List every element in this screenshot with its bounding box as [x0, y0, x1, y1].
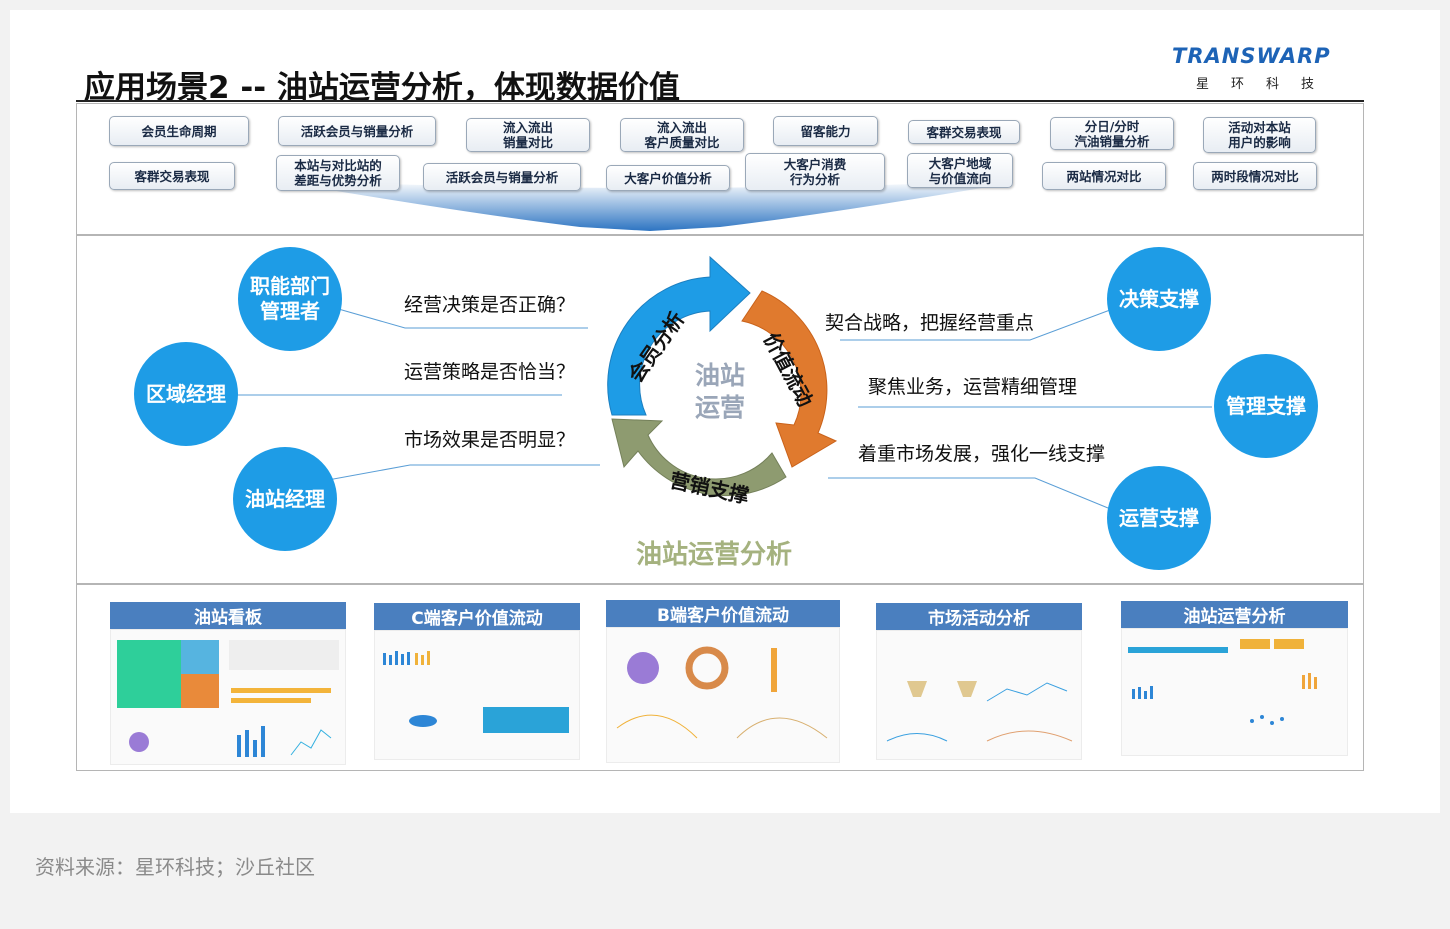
dashboard-title-c-customer: C端客户价值流动	[374, 603, 580, 630]
question-decision: 经营决策是否正确？	[404, 294, 576, 316]
cycle-caption: 油站运营分析	[636, 540, 793, 570]
dashboard-title-b-customer: B端客户价值流动	[606, 600, 840, 627]
tag-customer-group-trading-2: 客群交易表现	[109, 162, 235, 190]
funnel-arrow	[300, 181, 1000, 231]
cycle-segment-member-analysis	[607, 255, 751, 416]
cycle-segment-value-flow	[741, 290, 838, 468]
dashboard-preview-station-board	[117, 640, 339, 757]
dashboard-thumb-station-board	[110, 629, 346, 765]
tag-two-period-compare: 两时段情况对比	[1193, 162, 1317, 190]
dashboard-preview-c-customer	[383, 651, 569, 733]
dashboard-thumb-station-operations	[1121, 628, 1348, 756]
title-divider	[76, 100, 1364, 102]
cycle-label-marketing-support: 营销支撑	[668, 468, 751, 508]
connector-line-role-1	[334, 307, 588, 329]
tag-key-account-behavior: 大客户消费 行为分析	[745, 153, 885, 191]
tag-daily-hourly-sales: 分日/分时 汽油销量分析	[1050, 117, 1174, 150]
role-regional-manager: 区域经理	[134, 342, 238, 446]
tag-campaign-impact: 活动对本站 用户的影响	[1203, 117, 1316, 153]
dashboard-title-station-operations: 油站运营分析	[1121, 601, 1348, 628]
statement-operations: 聚焦业务，运营精细管理	[868, 376, 1078, 398]
tag-station-comparison: 本站与对比站的 差距与优势分析	[276, 155, 400, 191]
dashboards-panel	[76, 584, 1364, 771]
tag-active-member-sales-2: 活跃会员与销量分析	[423, 163, 581, 191]
support-decision: 决策支撑	[1107, 247, 1211, 351]
tag-member-lifecycle: 会员生命周期	[109, 116, 249, 146]
tag-two-station-compare: 两站情况对比	[1042, 162, 1166, 190]
dashboard-preview-market-campaign	[886, 681, 1073, 742]
cycle-segment-marketing-support	[611, 418, 787, 497]
tag-inflow-outflow-quality: 流入流出 客户质量对比	[620, 118, 744, 152]
tag-customer-group-trading: 客群交易表现	[908, 120, 1020, 144]
cycle-center-label: 油站 运营	[694, 361, 745, 422]
question-strategy: 运营策略是否恰当？	[404, 361, 576, 383]
transwarp-logo-chinese: 星环科技	[1196, 77, 1337, 92]
cycle-diagram: 会员分析 价值流动 营销支撑	[607, 255, 838, 508]
dashboard-thumb-market-campaign	[876, 630, 1082, 760]
support-operations: 运营支撑	[1107, 466, 1211, 570]
connector-line-support-1	[840, 309, 1111, 341]
dashboard-title-station-board: 油站看板	[110, 602, 346, 629]
transwarp-logo: TRANSWARP	[1172, 44, 1331, 68]
dashboard-preview-b-customer	[616, 646, 828, 739]
dashboard-title-market-campaign: 市场活动分析	[876, 603, 1082, 630]
funnel-shape	[300, 181, 1000, 231]
tag-key-account-value: 大客户价值分析	[606, 165, 730, 191]
dashboard-thumb-b-customer	[606, 627, 840, 763]
tag-active-member-sales: 活跃会员与销量分析	[278, 116, 436, 146]
connector-line-support-3	[828, 477, 1109, 509]
dashboard-preview-station-operations	[1128, 639, 1317, 725]
question-effect: 市场效果是否明显？	[404, 429, 576, 451]
support-management: 管理支撑	[1214, 354, 1318, 458]
scenario-tags-panel	[76, 103, 1364, 235]
connector-line-role-3	[327, 464, 600, 481]
tag-retention: 留客能力	[773, 116, 878, 146]
statement-market: 着重市场发展，强化一线支撑	[858, 443, 1106, 465]
tag-key-account-region: 大客户地域 与价值流向	[907, 153, 1013, 188]
dashboard-thumb-c-customer	[374, 630, 580, 760]
tag-inflow-outflow-sales: 流入流出 销量对比	[466, 118, 590, 152]
role-functional-manager: 职能部门 管理者	[238, 247, 342, 351]
source-note: 资料来源：星环科技；沙丘社区	[35, 855, 315, 879]
role-station-manager: 油站经理	[233, 447, 337, 551]
analysis-cycle-panel	[76, 235, 1364, 584]
statement-strategy: 契合战略，把握经营重点	[825, 312, 1035, 334]
